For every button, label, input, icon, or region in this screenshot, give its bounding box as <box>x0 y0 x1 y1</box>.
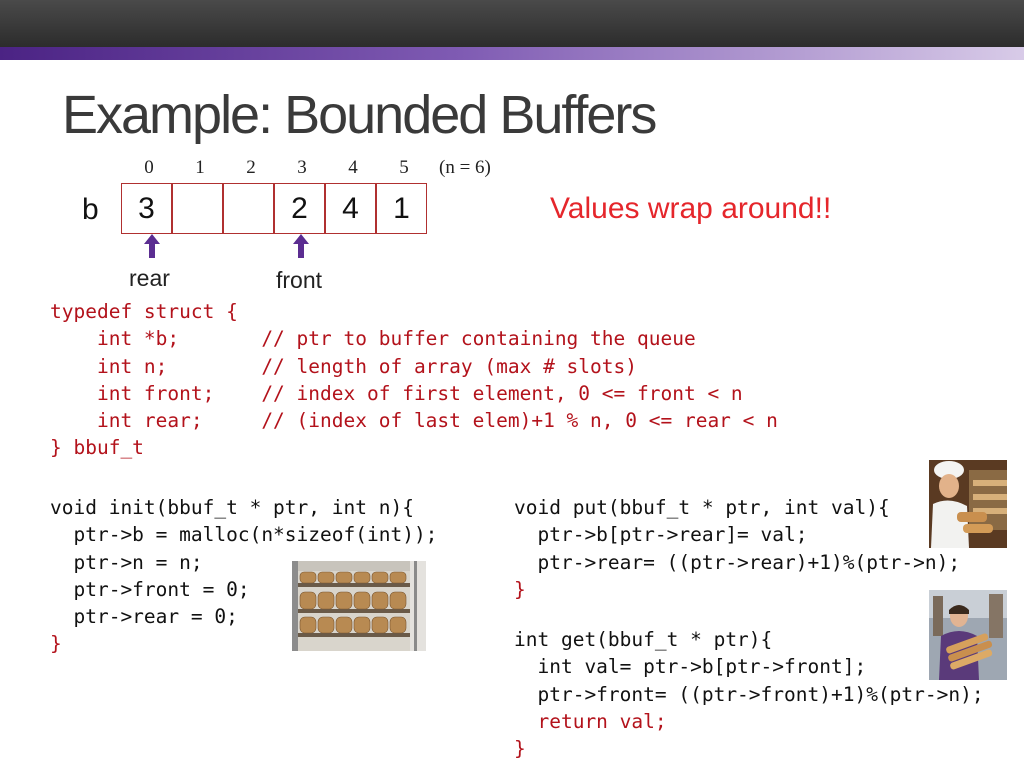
init-code-block: void init(bbuf_t * ptr, int n){ ptr->b =… <box>50 494 437 658</box>
code-line: } bbuf_t <box>50 436 144 460</box>
code-line: return val; <box>514 709 667 733</box>
code-line: void init(bbuf_t * ptr, int n){ <box>50 496 414 519</box>
front-arrow-icon <box>293 234 309 258</box>
front-label: front <box>276 267 323 293</box>
code-line: int front; // index of first element, 0 … <box>50 381 743 405</box>
get-code-block: int get(bbuf_t * ptr){ int val= ptr->b[p… <box>514 626 984 762</box>
code-line: ptr->front = 0; <box>50 577 250 601</box>
code-line: int rear; // (index of last elem)+1 % n,… <box>50 409 778 433</box>
code-line: ptr->rear = 0; <box>50 605 238 629</box>
buffer-size-label: (n = 6) <box>439 157 491 178</box>
code-line: } <box>50 632 62 656</box>
bread-shelf-photo <box>292 561 426 651</box>
buffer-cell: 4 <box>325 183 376 234</box>
buffer-cell: 3 <box>121 183 172 234</box>
code-line: void put(bbuf_t * ptr, int val){ <box>514 496 890 519</box>
wrap-around-note: Values wrap around!! <box>550 192 832 225</box>
baguette-man-photo <box>929 590 1007 680</box>
code-line: ptr->b = malloc(n*sizeof(int)); <box>50 523 438 547</box>
code-line: int *b; // ptr to buffer containing the … <box>50 327 696 351</box>
code-line: typedef struct { <box>50 300 238 323</box>
index-label: 4 <box>348 157 358 178</box>
code-line: ptr->b[ptr->rear]= val; <box>514 523 808 547</box>
rear-arrow-icon <box>144 234 160 258</box>
title-bar <box>0 0 1024 47</box>
rear-label: rear <box>129 265 170 291</box>
typedef-code-block: typedef struct { int *b; // ptr to buffe… <box>50 298 778 462</box>
baker-photo <box>929 460 1007 548</box>
buffer-cell: 2 <box>274 183 325 234</box>
code-line: int n; // length of array (max # slots) <box>50 354 637 378</box>
buffer-cell <box>172 183 223 234</box>
code-line: int val= ptr->b[ptr->front]; <box>514 655 867 679</box>
accent-stripe <box>0 47 1024 60</box>
code-line: } <box>514 737 526 761</box>
code-line: int get(bbuf_t * ptr){ <box>514 628 773 651</box>
index-label: 1 <box>195 157 205 178</box>
index-label: 0 <box>144 157 154 178</box>
index-label: 3 <box>297 157 307 178</box>
slide-title: Example: Bounded Buffers <box>62 85 657 145</box>
put-code-block: void put(bbuf_t * ptr, int val){ ptr->b[… <box>514 494 960 603</box>
code-line: } <box>514 577 526 601</box>
buffer-cell <box>223 183 274 234</box>
code-line: ptr->n = n; <box>50 550 203 574</box>
index-label: 5 <box>399 157 409 178</box>
buffer-name: b <box>82 193 99 226</box>
code-line: ptr->rear= ((ptr->rear)+1)%(ptr->n); <box>514 550 961 574</box>
index-label: 2 <box>246 157 256 178</box>
buffer-cell: 1 <box>376 183 427 234</box>
code-line: ptr->front= ((ptr->front)+1)%(ptr->n); <box>514 682 984 706</box>
